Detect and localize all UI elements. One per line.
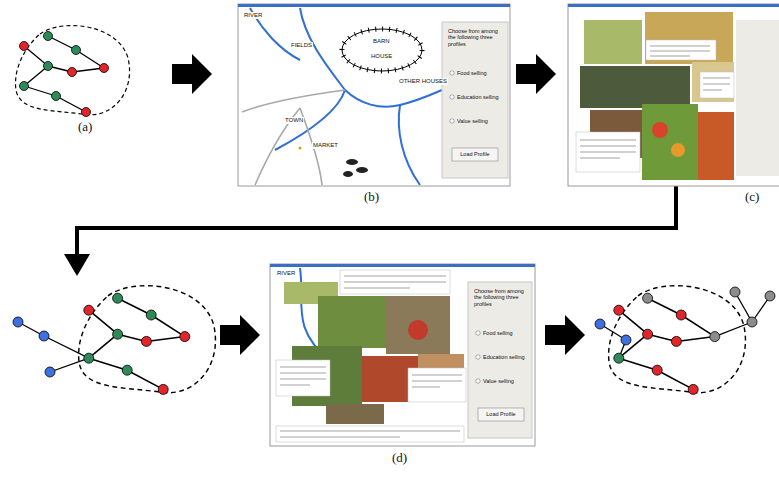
profile-option: Value selling: [457, 118, 488, 124]
map-label: RIVER: [276, 270, 296, 277]
profile-option: Food selling: [457, 70, 487, 76]
map-label: MARKET: [312, 142, 339, 149]
graph-c: [595, 286, 775, 395]
map-label: TOWN: [284, 117, 304, 124]
map-label: HOUSE: [370, 53, 393, 60]
profile-option: Education selling: [457, 94, 499, 100]
panel-caption: (b): [364, 190, 379, 205]
screenshot-collage-d: [270, 264, 535, 446]
map-label: OTHER HOUSES: [398, 78, 448, 85]
panel-caption: (a): [78, 120, 92, 135]
screenshot-map: [238, 4, 510, 186]
map-label: BARN: [372, 38, 391, 45]
map-label: RIVER: [243, 12, 263, 19]
panel-prompt: Choose from among the following three pr…: [448, 28, 502, 47]
button-label: Load Profile: [452, 151, 498, 157]
profile-option: Education selling: [483, 354, 525, 360]
map-label: FIELDS: [290, 42, 313, 49]
profile-option: Food selling: [483, 330, 513, 336]
profile-option: Value selling: [483, 378, 514, 384]
button-label: Load Profile: [478, 411, 524, 417]
panel-prompt: Choose from among the following three pr…: [474, 288, 528, 307]
panel-caption: (d): [392, 451, 407, 466]
panel-caption: (c): [745, 190, 759, 205]
graph-b: [13, 286, 215, 395]
graph-a: [16, 26, 130, 117]
screenshot-collage-c: [568, 4, 779, 186]
